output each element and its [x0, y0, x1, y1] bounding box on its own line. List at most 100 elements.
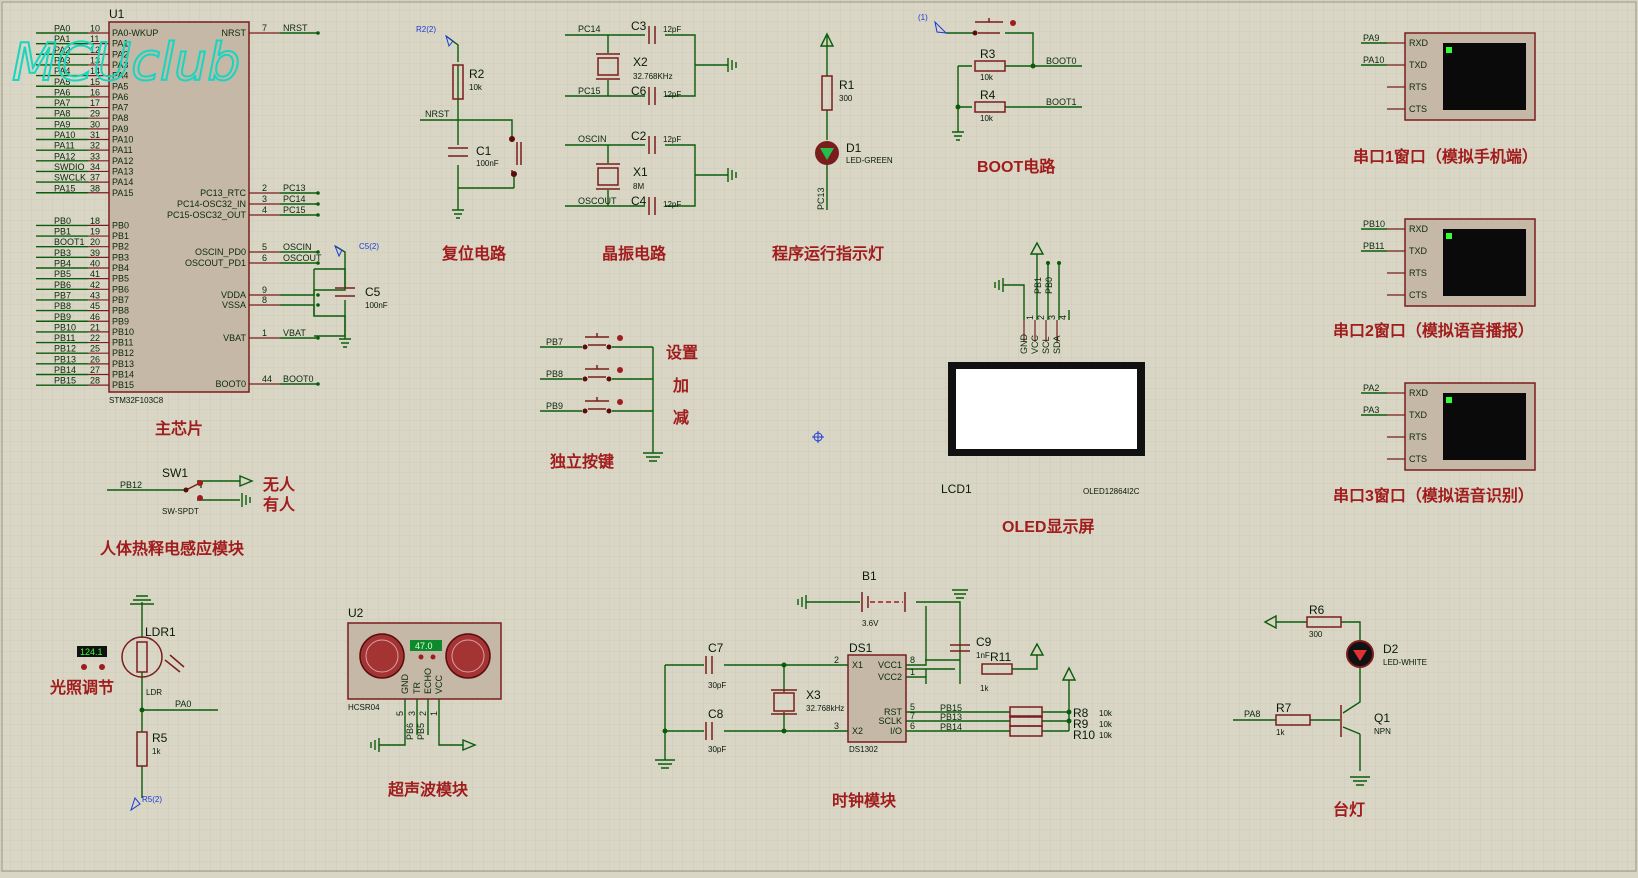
rtc-block[interactable]: B1 3.6V C7 30pF C8 30pF X3 32.768kHz C9 …	[655, 569, 1113, 810]
rtc-net-label: PB13	[940, 712, 962, 722]
key-indicator	[617, 399, 623, 405]
caption-uart3: 串口3窗口（模拟语音识别）	[1333, 486, 1534, 505]
reset-block[interactable]: R2(2) R2 10k C1 100nF NRST 复位电路	[416, 25, 522, 263]
d2-led-mark	[1353, 650, 1367, 661]
ldr-inc-button[interactable]	[99, 664, 105, 670]
oled-pins	[1023, 320, 1058, 342]
net-pa0-ldr: PA0	[175, 699, 191, 709]
key-pb8[interactable]: PB8	[540, 365, 653, 382]
boot-button-icon[interactable]	[975, 18, 1003, 34]
boot-block[interactable]: (1) R3 10k R4 10k BOOT0 BOOT1 BOOT电路	[918, 13, 1082, 176]
mcu-left-pin-number: 20	[90, 237, 100, 247]
terminal-wire	[1361, 42, 1387, 66]
mcu-left-pin-name: PB12	[112, 348, 134, 358]
uart-terminals[interactable]: RXDTXDRTSCTSPA9PA10RXDTXDRTSCTSPB10PB11R…	[1361, 32, 1536, 471]
mcu-left-pin-name: PB7	[112, 295, 129, 305]
mcu-right-pin-name: VDDA	[221, 290, 246, 300]
mcu-left-net-label: PB15	[54, 376, 76, 386]
c9-symbol	[950, 644, 970, 652]
rtc-ground-icon	[655, 759, 675, 769]
ldr-dec-button[interactable]	[81, 664, 87, 670]
caption-pir-none: 无人	[262, 476, 296, 494]
mcu-left-net-label: PB7	[54, 290, 71, 300]
mcu-left-pin-number: 43	[90, 290, 100, 300]
hcsr04-wires	[379, 699, 463, 746]
ldr-wires	[141, 602, 218, 798]
x1-body	[597, 167, 619, 186]
mcu-left-pin-name: PA2	[112, 49, 128, 59]
mcu-left-pin-name: PA9	[112, 124, 128, 134]
rtc-pullup-value: 10k	[1099, 731, 1113, 740]
r1-ref: R1	[839, 78, 855, 92]
mcu-left-pin-number: 17	[90, 98, 100, 108]
hcsr04-readout-box	[410, 640, 442, 651]
terminal-screen[interactable]	[1443, 393, 1526, 460]
c8-value: 30pF	[708, 745, 726, 754]
r5-ref: R5	[152, 731, 168, 745]
x2-ref: X2	[633, 55, 648, 69]
ldr-block[interactable]: 124.1 R5(2) LDR1 LDR PA0 R5 1k 光照调节	[49, 595, 218, 812]
push-button-icon[interactable]	[585, 333, 609, 346]
r1-body	[821, 75, 833, 111]
c8-ref: C8	[708, 707, 724, 721]
crystal-8m-wires	[565, 144, 728, 207]
mcu-left-net-label: PB3	[54, 248, 71, 258]
r5-probe-label: R5(2)	[142, 795, 162, 804]
mcu-right-net-label: OSCOUT	[283, 253, 322, 263]
caption-keys: 独立按键	[550, 452, 614, 471]
c3-ref: C3	[631, 19, 647, 33]
keys-ground	[643, 347, 663, 462]
mcu-left-pin-name: PB10	[112, 327, 134, 337]
caption-uart2: 串口2窗口（模拟语音播报）	[1333, 321, 1534, 340]
oled-pin-name: GND	[1019, 334, 1029, 355]
hcsr04-dec-button[interactable]	[418, 654, 424, 660]
key-pb9[interactable]: PB9	[540, 397, 653, 414]
reset-wires	[420, 65, 515, 210]
terminal-rx-net: PA2	[1363, 383, 1379, 393]
terminal-screen[interactable]	[1443, 43, 1526, 110]
run-led-block[interactable]: R1 300 D1 LED-GREEN PC13 程序运行指示灯	[772, 32, 893, 263]
oled-screen[interactable]	[956, 369, 1137, 449]
mcu-right-pin-number: 3	[262, 194, 267, 204]
pir-block[interactable]: PB12 SW1 SW-SPDT 无人 有人 人体热释电感应模块	[100, 466, 296, 558]
ds1302-body[interactable]	[847, 654, 907, 743]
mcu-right-pin-number: 6	[262, 253, 267, 263]
mcu-pin-terminal	[316, 31, 320, 35]
mcu-left-pin-name: PB15	[112, 380, 134, 390]
push-button-icon[interactable]	[585, 365, 609, 378]
q1-ref: Q1	[1374, 711, 1390, 725]
c5-value: 100nF	[365, 301, 388, 310]
key-pb7[interactable]: PB7	[540, 333, 653, 350]
mcu-left-pin-name: PA4	[112, 71, 128, 81]
hcsr04-inc-button[interactable]	[430, 654, 436, 660]
mcu-left-pin-name: PB3	[112, 252, 129, 262]
terminal-screen[interactable]	[1443, 229, 1526, 296]
mcu-body[interactable]	[108, 21, 250, 393]
transducer-left-ring	[365, 639, 399, 673]
mcu-left-pin-number: 37	[90, 173, 100, 183]
crystal-ground-icon-1	[727, 58, 737, 72]
net-boot0: BOOT0	[1046, 56, 1077, 66]
key-net-label: PB7	[546, 337, 563, 347]
oled-ref: LCD1	[941, 482, 972, 496]
mcu-right-net-label: VBAT	[283, 328, 306, 338]
push-button-icon[interactable]	[585, 397, 609, 410]
rtc-caps	[705, 656, 713, 740]
r1-value: 300	[839, 94, 853, 103]
crystal-block[interactable]: PC14 PC15 OSCIN OSCOUT C3 C6 C2 C4 12pF …	[565, 19, 737, 263]
ldr-ref: LDR1	[145, 625, 176, 639]
lamp-block[interactable]: R6 300 D2 LED-WHITE R7 1k Q1 NPN PA8 台灯	[1233, 603, 1427, 819]
x1-ref: X1	[633, 165, 648, 179]
terminal-tx-net: PA10	[1363, 55, 1384, 65]
mcu-left-net-label: PB0	[54, 216, 71, 226]
c9-ref: C9	[976, 635, 992, 649]
